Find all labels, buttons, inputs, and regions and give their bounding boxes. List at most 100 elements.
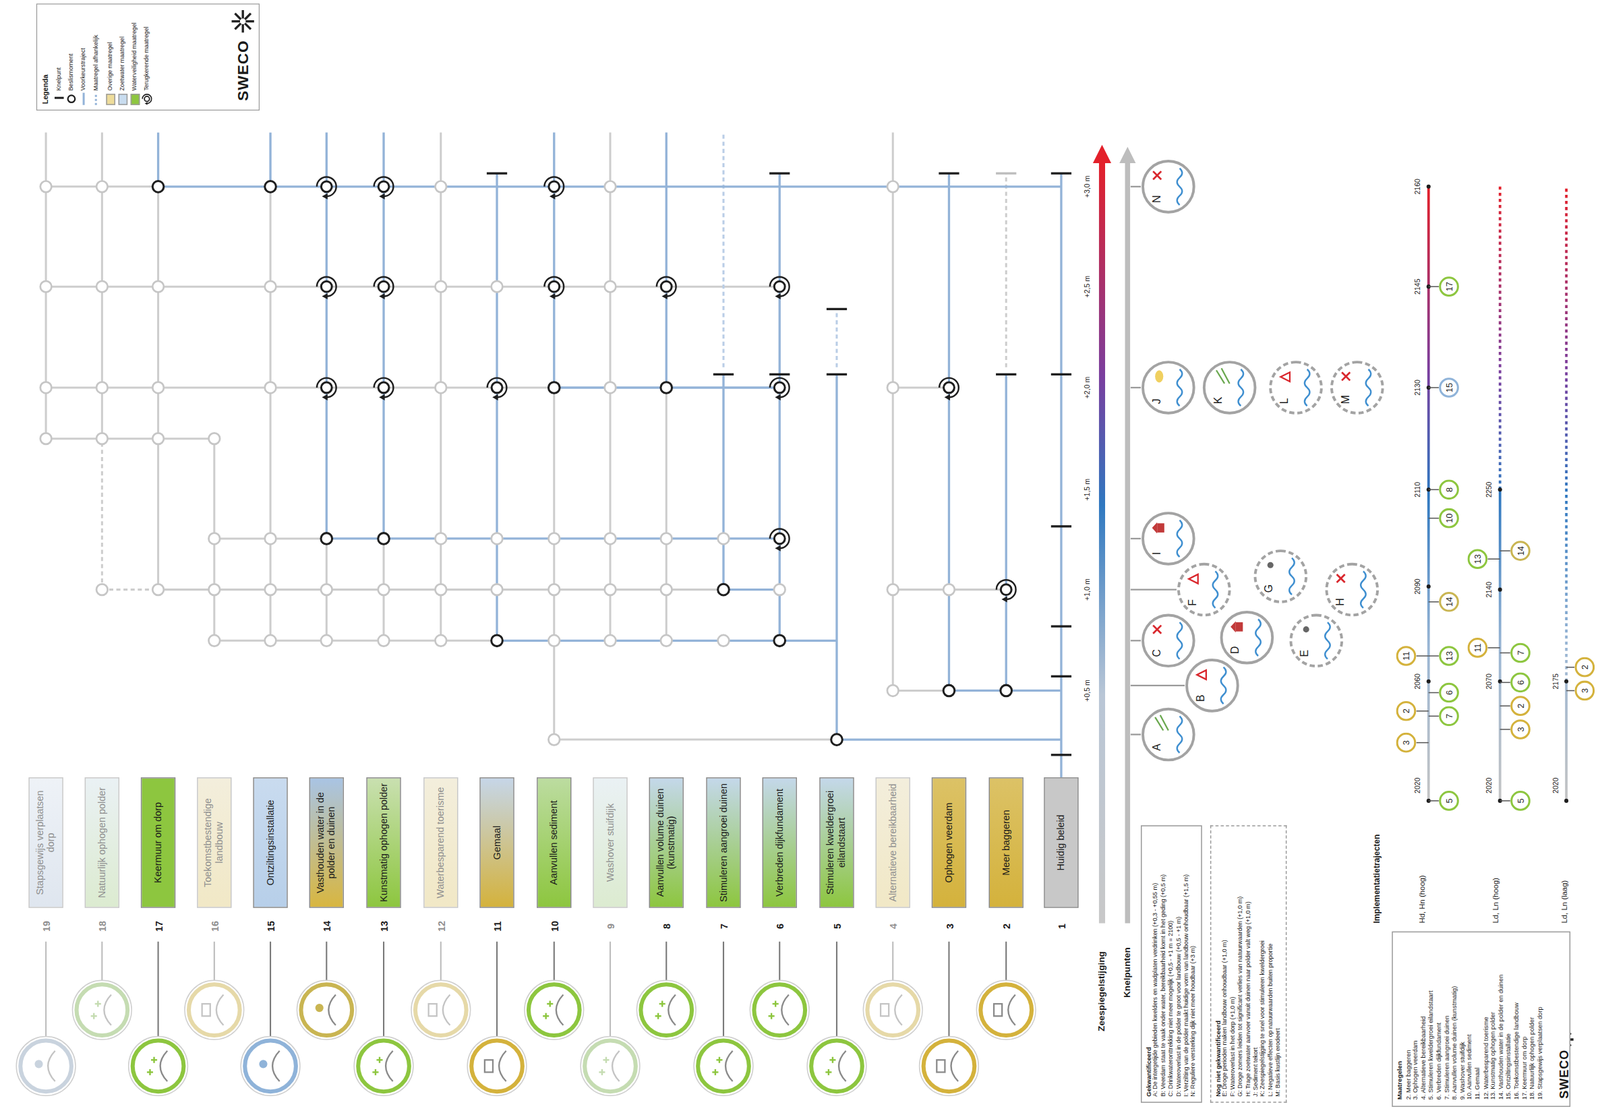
measure-icon-plus <box>376 1059 383 1061</box>
option-point <box>887 685 899 697</box>
knelpunt-letter: K <box>1210 397 1224 405</box>
list-heading: Maatregelen <box>1395 938 1404 1100</box>
tipping-point-tick <box>769 373 790 376</box>
trajectory-line <box>1427 186 1431 802</box>
measure-icon-ring <box>300 984 352 1036</box>
option-point <box>887 181 899 193</box>
knelpunt-cross <box>1341 372 1350 381</box>
measure-box: Keermuur om dorp <box>140 777 176 909</box>
option-point <box>434 583 447 596</box>
measure-number: 12 <box>434 914 447 938</box>
measure-icon-ground <box>328 994 336 1025</box>
measure-icon-plus <box>712 1071 719 1073</box>
knelpunt-node: G <box>1252 548 1309 605</box>
measure-icon-outer <box>693 1036 754 1096</box>
label-wrap: Implementatietrajecten <box>1372 834 1383 924</box>
legend-entry: Knelpunt <box>55 67 63 92</box>
measure-step-node: 2 <box>1395 701 1416 722</box>
pathway-line <box>269 132 272 187</box>
measure-step-node: 11 <box>1467 637 1488 659</box>
decision-point <box>660 382 673 394</box>
measure-icon-plus <box>91 1015 98 1017</box>
knelpunt-letter: M <box>1339 395 1352 404</box>
measure-node: 7Stimuleren aangroei duinen <box>705 777 741 938</box>
measure-icon-ground <box>950 1051 959 1082</box>
measure-node: 16Toekomstbestendige landbouw <box>196 777 232 938</box>
measure-box: Vasthouden water in de polder en duinen <box>309 777 344 909</box>
label-wrap: 2140 <box>1485 580 1495 599</box>
measure-node: 2Meer baggeren <box>988 777 1023 938</box>
trajectory-name: Ld, Ln (hoog) <box>1491 877 1501 924</box>
pathway-line <box>552 132 555 388</box>
list-item: F: Wateroverlast in het dorp (+1,0 m) <box>1229 831 1237 1097</box>
list-item: 18. Natuurlijk ophogen polder <box>1527 938 1536 1100</box>
alternative-line <box>892 386 949 389</box>
recurring-arrowhead <box>774 394 781 401</box>
knelpunt-letter: A <box>1150 743 1163 752</box>
recurring-arrow <box>769 277 790 297</box>
list-item: 16. Toekomstbestendige landbouw <box>1512 938 1520 1100</box>
measure-step-number: 5 <box>1510 790 1531 812</box>
trajectory-link <box>1488 558 1501 560</box>
knelpunt-water <box>1212 571 1219 608</box>
knelpunt-letter: L <box>1277 397 1290 404</box>
measure-box: Meer baggeren <box>988 777 1023 909</box>
knelpunt-node: C <box>1140 612 1197 669</box>
measure-icon-plus <box>598 1071 605 1073</box>
option-point <box>604 181 617 193</box>
year-label: 2160 <box>1413 178 1423 197</box>
option-point <box>660 583 673 596</box>
recurring-arrow <box>939 378 959 398</box>
knelpunt-shape <box>1288 612 1344 669</box>
measure-box: Aanvullen volume duinen (kunstmatig) <box>649 777 684 909</box>
option-point <box>434 635 447 647</box>
measure-number: 9 <box>604 914 617 938</box>
trajectory-line-dashed <box>1564 186 1568 682</box>
trajectory-link <box>1500 652 1511 655</box>
measure-node: 11Gemaal <box>479 777 514 938</box>
year-label: 2070 <box>1485 672 1495 692</box>
alternative-line <box>45 386 555 389</box>
knelpunt-water <box>1221 667 1227 704</box>
section-title: Implementatietrajecten <box>1372 834 1383 924</box>
measure-icon-ground <box>612 1051 620 1082</box>
knelpunt-shape <box>1140 612 1197 669</box>
list-heading: Nog niet gekwantificeerd <box>1214 831 1222 1097</box>
recurring-arrow <box>656 277 677 297</box>
list-item: M: Basis kustlijn erodeert <box>1275 831 1283 1097</box>
measure-icon-link <box>892 941 894 982</box>
measure-icon-ground <box>556 994 564 1025</box>
decision-point <box>943 685 955 697</box>
recurring-arrow <box>544 176 564 197</box>
option-point <box>491 281 503 293</box>
measure-icon-plus <box>542 1015 549 1017</box>
knelpunt-circle <box>1142 362 1195 414</box>
measure-icon-ground <box>442 994 451 1025</box>
option-point <box>604 382 617 394</box>
measure-step-number: 13 <box>1467 548 1488 570</box>
knelpunt-leader <box>1130 733 1141 735</box>
alternative-line <box>665 387 668 641</box>
decision-point <box>378 382 390 394</box>
knelpunt-shape <box>1329 360 1385 416</box>
tipping-point-tick <box>1051 625 1072 628</box>
option-point <box>548 533 560 545</box>
measure-step-number: 13 <box>1438 645 1460 667</box>
knelpunt-cross <box>1152 625 1162 634</box>
recurring-arrowhead <box>378 394 385 401</box>
knelpunt-house <box>1157 523 1165 533</box>
legend-text: Waterveiligheid maatregel <box>130 22 139 91</box>
recurring-arrowhead <box>492 394 498 401</box>
option-point <box>40 281 52 293</box>
axis-value: +1,5 m <box>1083 477 1093 502</box>
knelpunt-leader <box>1130 685 1185 687</box>
measure-icon-structure <box>202 1003 211 1017</box>
measure-step-node: 13 <box>1467 548 1488 570</box>
legend-text: Knelpunt <box>55 67 63 92</box>
knelpunt-leader <box>1130 588 1177 590</box>
measure-icon-outer <box>467 1036 527 1096</box>
measure-box: Stapsgewijs verplaatsen dorp <box>28 777 63 909</box>
alternative-line <box>45 437 215 440</box>
knelpunt-leader <box>1130 639 1141 642</box>
recurring-arrow <box>316 378 337 398</box>
